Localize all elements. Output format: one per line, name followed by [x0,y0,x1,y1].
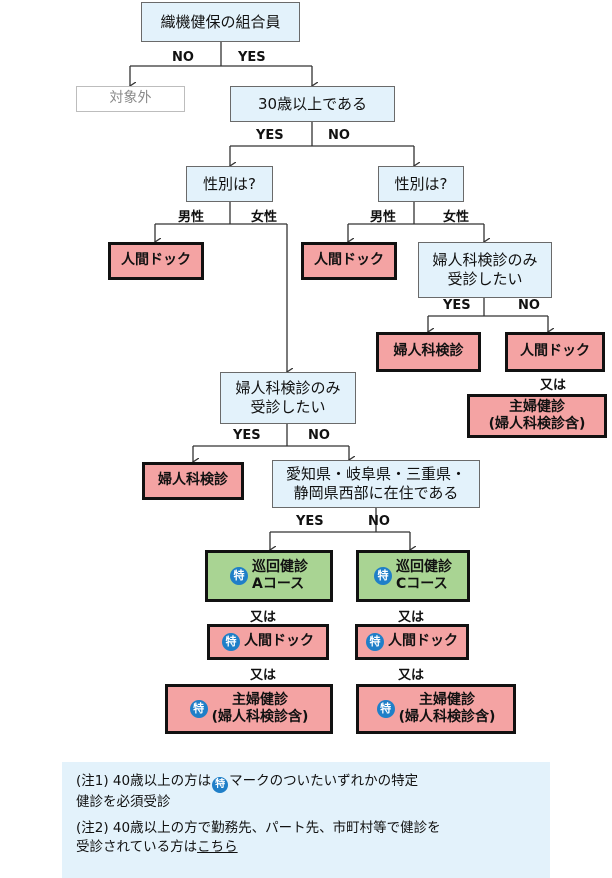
q-member-box: 織機健保の組合員 [141,2,300,42]
housewife-a-box[interactable]: 特 主婦健診 (婦人科検診含) [165,684,333,734]
housewife-far-right-line1: 主婦健診 [508,398,565,415]
out-of-scope-text: 対象外 [109,90,152,107]
dock-a-text: 人間ドック [244,633,314,650]
note1-pre: (注1) 40歳以上の方は [76,773,212,789]
here-link[interactable]: こちら [197,839,238,856]
dock-a-box[interactable]: 特 人間ドック [207,624,329,660]
q-age30-box: 30歳以上である [230,86,395,122]
q-gender-right-text: 性別は? [394,174,448,193]
label-yes-root: YES [238,50,266,65]
label-no-age30: NO [328,128,350,143]
tour-a-line1: 巡回健診 [252,558,308,575]
q-region-line2: 静岡県西部に在住である [293,484,459,502]
dock-left-text: 人間ドック [121,252,191,269]
out-of-scope-box: 対象外 [76,86,185,112]
note2-pre: 受診されている方は [76,839,198,856]
dock-right-box[interactable]: 人間ドック [301,242,397,280]
label-yes-gyn-right: YES [443,298,471,313]
dock-c-text: 人間ドック [388,633,458,650]
housewife-c-box[interactable]: 特 主婦健診 (婦人科検診含) [356,684,516,734]
q-gyn-middle-line1: 婦人科検診のみ [235,379,341,398]
label-yes-region: YES [296,514,324,529]
tour-c-line2: Cコース [396,576,448,592]
label-no-region: NO [368,514,390,529]
label-or-a2: 又は [250,668,277,683]
toku-badge-icon: 特 [374,567,392,585]
tour-a-line2: Aコース [252,576,305,592]
dock-left-box[interactable]: 人間ドック [108,242,204,280]
gyn-exam-right-box[interactable]: 婦人科検診 [376,332,481,372]
toku-badge-icon: 特 [222,633,240,651]
toku-badge-icon: 特 [230,567,248,585]
q-gender-left-box: 性別は? [186,166,273,202]
housewife-a-line2: (婦人科検診含) [211,709,309,725]
q-region-line1: 愛知県・岐阜県・三重県・ [285,465,466,484]
note1-post: マークのついたいずれかの特定 [229,773,419,789]
label-or-c2: 又は [398,668,425,683]
toku-badge-icon: 特 [189,700,208,718]
label-yes-gyn-middle: YES [233,428,261,443]
q-gender-right-box: 性別は? [378,166,464,202]
dock-far-right-text: 人間ドック [520,343,590,360]
label-no-gyn-middle: NO [308,428,330,443]
label-female-left: 女性 [251,210,278,225]
dock-c-box[interactable]: 特 人間ドック [355,624,469,660]
label-no-gyn-right: NO [518,298,540,313]
label-male-right: 男性 [370,210,397,225]
toku-badge-icon: 特 [366,633,384,651]
note2-line1: (注2) 40歳以上の方で勤務先、パート先、市町村等で健診を [76,819,441,836]
housewife-far-right-line2: (婦人科検診含) [488,416,586,432]
label-male-left: 男性 [178,210,205,225]
note-2: (注2) 40歳以上の方で勤務先、パート先、市町村等で健診を 受診されている方は… [76,819,536,858]
label-yes-age30: YES [256,128,284,143]
tour-c-line1: 巡回健診 [396,558,452,575]
q-gyn-right-box: 婦人科検診のみ 受診したい [418,242,552,298]
toku-badge-icon: 特 [212,777,229,794]
q-gyn-middle-line2: 受診したい [250,398,326,416]
toku-badge-icon: 特 [376,700,395,718]
label-female-right: 女性 [443,210,470,225]
note1-line2: 健診を必須受診 [76,794,171,811]
q-gender-left-text: 性別は? [203,174,256,193]
label-or-c1: 又は [398,610,425,625]
gyn-exam-right-text: 婦人科検診 [393,343,464,360]
notes-panel: (注1) 40歳以上の方は特マークのついたいずれかの特定 健診を必須受診 (注2… [62,762,550,878]
q-gyn-right-line2: 受診したい [447,270,523,288]
housewife-a-line1: 主婦健診 [231,691,288,708]
q-member-text: 織機健保の組合員 [160,12,281,31]
dock-far-right-box[interactable]: 人間ドック [505,332,605,372]
housewife-c-line2: (婦人科検診含) [398,709,496,725]
gyn-exam-middle-text: 婦人科検診 [158,472,228,489]
dock-right-text: 人間ドック [314,252,384,269]
tour-course-a-box[interactable]: 特 巡回健診 Aコース [205,550,333,602]
label-or-far-right: 又は [540,378,567,393]
housewife-c-line1: 主婦健診 [418,691,475,708]
tour-course-c-box[interactable]: 特 巡回健診 Cコース [356,550,470,602]
q-age30-text: 30歳以上である [258,94,367,113]
q-gyn-middle-box: 婦人科検診のみ 受診したい [220,372,356,424]
q-gyn-right-line1: 婦人科検診のみ [432,251,538,270]
label-or-a1: 又は [250,610,277,625]
note-1: (注1) 40歳以上の方は特マークのついたいずれかの特定 健診を必須受診 [76,772,536,813]
label-no-root: NO [172,50,194,65]
gyn-exam-middle-box[interactable]: 婦人科検診 [142,462,244,500]
housewife-far-right-box[interactable]: 主婦健診 (婦人科検診含) [467,394,607,438]
q-region-box: 愛知県・岐阜県・三重県・ 静岡県西部に在住である [272,460,480,508]
